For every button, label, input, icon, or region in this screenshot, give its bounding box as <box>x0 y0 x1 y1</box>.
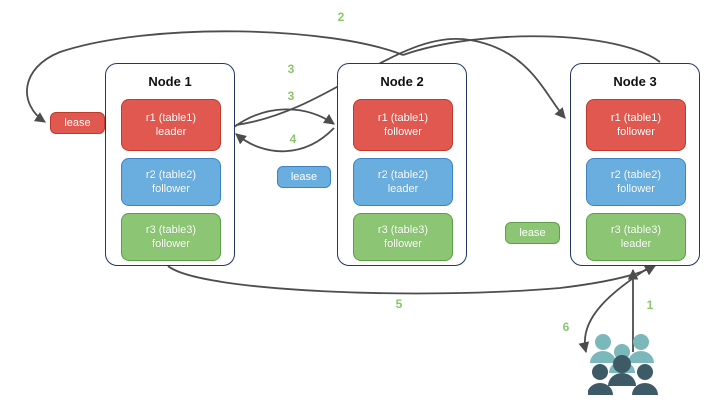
replica-n3r1[interactable]: r1 (table1) follower <box>586 99 686 151</box>
replica-role: follower <box>152 183 190 195</box>
step-label-1: 1 <box>646 298 654 312</box>
people-group-icon <box>588 334 658 395</box>
lease-badge-r3[interactable]: lease <box>505 222 560 244</box>
replica-name: r1 (table1) <box>377 112 429 124</box>
edge-step-3-to-node2 <box>233 108 335 128</box>
node-title-node3: Node 3 <box>613 74 657 89</box>
replica-role: follower <box>384 238 422 250</box>
node-box-node1[interactable]: Node 1 r1 (table1) leader r2 (table2) fo… <box>105 63 235 266</box>
replica-role: follower <box>384 126 422 138</box>
replica-n2r2[interactable]: r2 (table2) leader <box>353 158 453 206</box>
node-box-node3[interactable]: Node 3 r1 (table1) follower r2 (table2) … <box>570 63 700 266</box>
replica-role: follower <box>617 183 655 195</box>
step-label-5: 5 <box>395 297 403 311</box>
lease-badge-r2[interactable]: lease <box>277 166 331 188</box>
edge-step-5 <box>167 265 656 295</box>
step-label-3b: 3 <box>287 89 295 103</box>
lease-badge-r1[interactable]: lease <box>50 112 105 134</box>
replica-n2r1[interactable]: r1 (table1) follower <box>353 99 453 151</box>
step-label-6: 6 <box>562 320 570 334</box>
replica-name: r2 (table2) <box>610 169 662 181</box>
node-title-node1: Node 1 <box>148 74 192 89</box>
replica-n1r2[interactable]: r2 (table2) follower <box>121 158 221 206</box>
replica-name: r2 (table2) <box>377 169 429 181</box>
replica-name: r2 (table2) <box>145 169 197 181</box>
replica-role: leader <box>155 126 187 138</box>
node-box-node2[interactable]: Node 2 r1 (table1) follower r2 (table2) … <box>337 63 467 266</box>
step-label-2: 2 <box>337 10 345 24</box>
replica-name: r3 (table3) <box>377 224 429 236</box>
replica-role: leader <box>620 238 652 250</box>
replica-name: r3 (table3) <box>145 224 197 236</box>
step-label-3a: 3 <box>287 62 295 76</box>
replica-role: leader <box>387 183 419 195</box>
replica-n2r3[interactable]: r3 (table3) follower <box>353 213 453 261</box>
step-label-4: 4 <box>289 132 297 146</box>
replica-n3r3[interactable]: r3 (table3) leader <box>586 213 686 261</box>
replica-n3r2[interactable]: r2 (table2) follower <box>586 158 686 206</box>
replica-name: r1 (table1) <box>610 112 662 124</box>
replica-name: r1 (table1) <box>145 112 197 124</box>
replica-n1r3[interactable]: r3 (table3) follower <box>121 213 221 261</box>
replica-n1r1[interactable]: r1 (table1) leader <box>121 99 221 151</box>
replica-name: r3 (table3) <box>610 224 662 236</box>
replica-role: follower <box>617 126 655 138</box>
edge-step-2 <box>402 35 661 63</box>
node-title-node2: Node 2 <box>380 74 424 89</box>
replica-role: follower <box>152 238 190 250</box>
